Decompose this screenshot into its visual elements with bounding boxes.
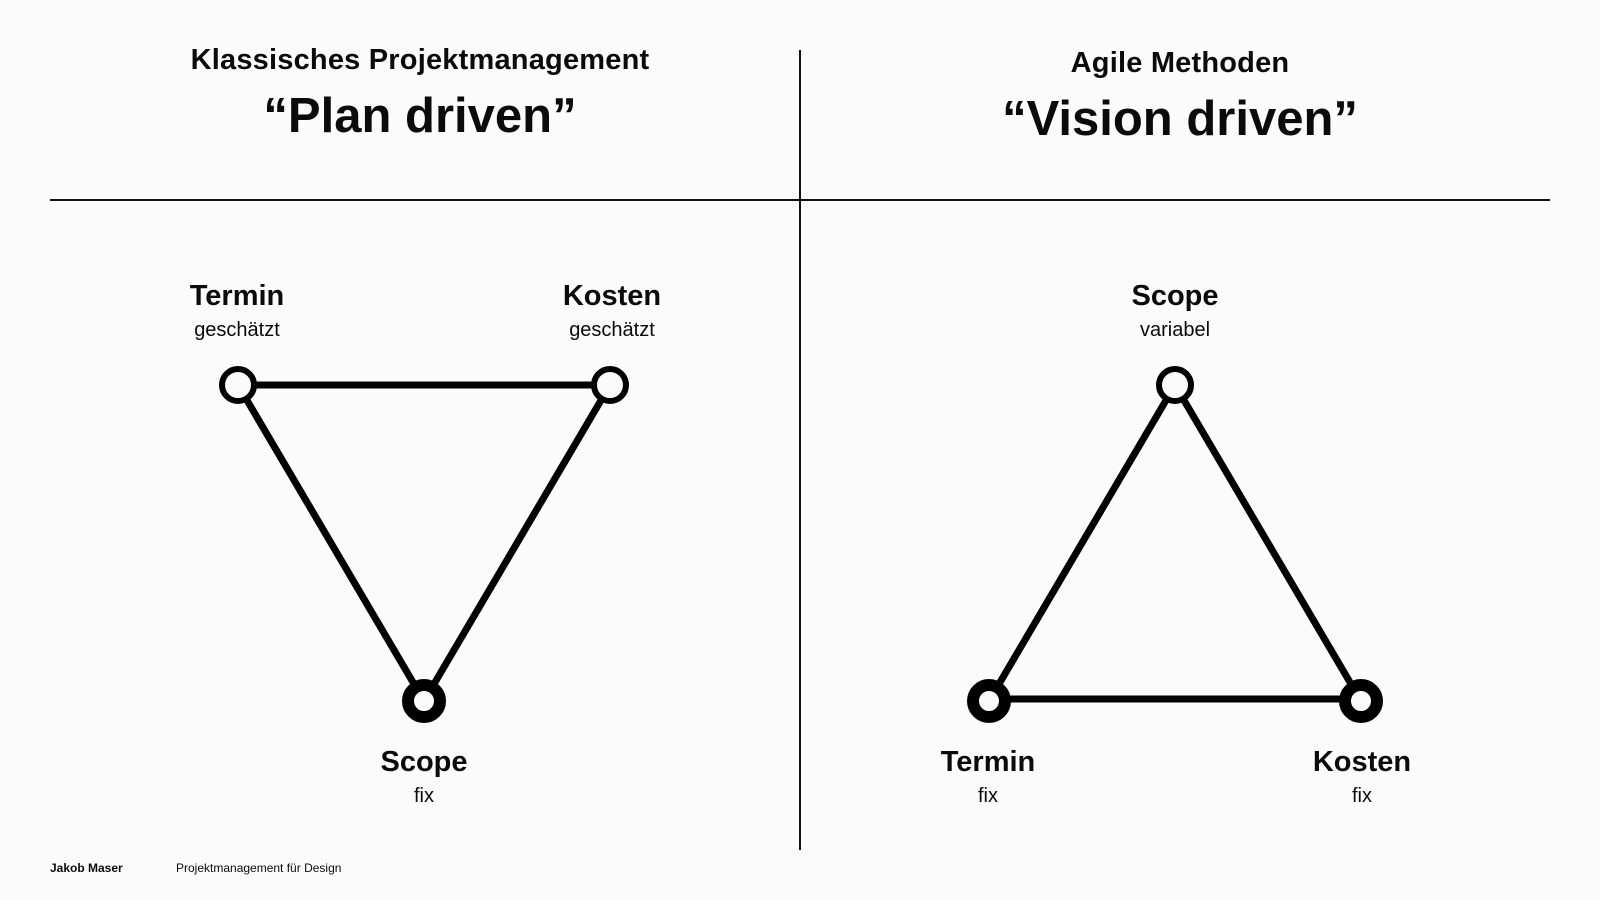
node-state: fix: [978, 785, 998, 807]
footer-author: Jakob Maser: [50, 861, 123, 875]
right-header: Agile Methoden “Vision driven”: [800, 43, 1560, 151]
label-scope-right: Scope variabel: [1075, 278, 1275, 344]
node-state: variabel: [1139, 319, 1211, 341]
edge-scope-kosten: [1171, 381, 1365, 705]
label-kosten-right: Kosten fix: [1262, 744, 1462, 810]
label-termin-right: Termin fix: [888, 744, 1088, 810]
node-state: geschätzt: [569, 319, 655, 341]
node-kosten-left: [591, 366, 629, 404]
right-subtitle: Agile Methoden: [1070, 47, 1290, 79]
left-subtitle: Klassisches Projektmanagement: [190, 44, 650, 76]
node-state: geschätzt: [194, 319, 280, 341]
edge-scope-termin: [985, 381, 1179, 705]
node-termin-right: [967, 679, 1011, 723]
right-title: “Vision driven”: [1002, 92, 1358, 146]
label-kosten-left: Kosten geschätzt: [512, 278, 712, 344]
horizontal-divider: [50, 199, 1550, 201]
left-title: “Plan driven”: [263, 89, 577, 143]
label-termin-left: Termin geschätzt: [137, 278, 337, 344]
plan-driven-triangle: [219, 366, 629, 723]
node-kosten-right: [1339, 679, 1383, 723]
node-state: fix: [414, 785, 434, 807]
vertical-divider: [799, 50, 801, 850]
node-name: Scope: [380, 746, 468, 778]
node-termin-left: [219, 366, 257, 404]
node-scope-left: [402, 679, 446, 723]
edge-termin-scope: [234, 381, 428, 705]
vision-driven-triangle: [967, 366, 1383, 723]
node-name: Kosten: [562, 280, 662, 312]
node-name: Termin: [189, 280, 285, 312]
node-name: Scope: [1131, 280, 1219, 312]
label-scope-left: Scope fix: [324, 744, 524, 810]
node-scope-right: [1156, 366, 1194, 404]
node-name: Termin: [940, 746, 1036, 778]
left-header: Klassisches Projektmanagement “Plan driv…: [40, 40, 800, 148]
node-state: fix: [1352, 785, 1372, 807]
footer-course: Projektmanagement für Design: [176, 861, 342, 875]
edge-kosten-scope: [420, 381, 614, 705]
node-name: Kosten: [1312, 746, 1412, 778]
